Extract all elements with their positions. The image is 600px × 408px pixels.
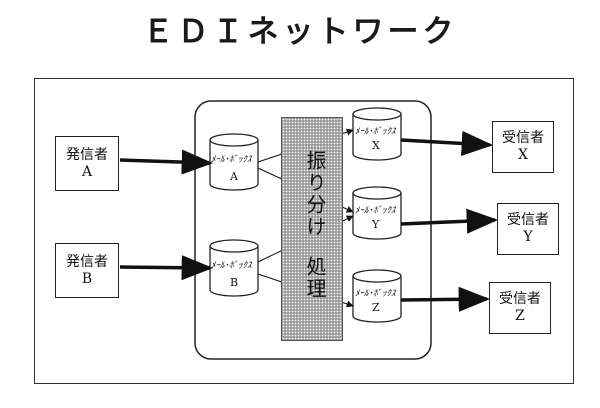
mailbox-a-id: A <box>230 170 238 183</box>
routing-label: 振り分け <box>303 150 327 238</box>
processing-label: 処理 <box>303 256 327 300</box>
mailbox-a-label: ﾒｰﾙ･ﾎﾞｯｸｽ <box>211 155 252 165</box>
mailbox-y-id: Y <box>372 218 380 231</box>
arrow-mailbox-z-to-receiver-z <box>400 286 491 312</box>
mailbox-a-cylinder <box>209 133 259 191</box>
mailbox-x-id: X <box>372 139 380 152</box>
receiver-x-label: 受信者 <box>502 130 544 146</box>
mailbox-x-cylinder <box>352 107 402 161</box>
mailbox-z-label: ﾒｰﾙ･ﾎﾞｯｸｽ <box>355 289 396 299</box>
sender-b-label: 発信者 <box>66 253 108 270</box>
mailbox-b-cylinder <box>209 239 259 297</box>
mailbox-z-cylinder <box>352 269 402 323</box>
arrow-sender-a-to-mailbox-a <box>119 149 214 175</box>
sender-a-id: A <box>81 163 93 180</box>
arrow-sender-b-to-mailbox-b <box>119 255 214 281</box>
sender-b-box: 発信者 B <box>55 243 119 298</box>
page-title: ＥＤＩネットワーク <box>142 14 458 50</box>
receiver-z-label: 受信者 <box>499 291 541 307</box>
mailbox-b-id: B <box>230 276 239 289</box>
receiver-x-box: 受信者 X <box>492 121 554 173</box>
arrow-mailbox-x-to-receiver-x <box>400 130 494 156</box>
receiver-y-id: Y <box>523 229 533 245</box>
mailbox-x-label: ﾒｰﾙ･ﾎﾞｯｸｽ <box>355 127 396 137</box>
mailbox-y-label: ﾒｰﾙ･ﾎﾞｯｸｽ <box>355 206 396 216</box>
receiver-y-label: 受信者 <box>507 212 549 228</box>
network-boundary <box>34 78 574 384</box>
receiver-x-id: X <box>518 147 528 163</box>
sender-a-box: 発信者 A <box>55 136 119 191</box>
mailbox-z-id: Z <box>372 301 380 314</box>
sender-a-label: 発信者 <box>66 146 108 163</box>
receiver-z-id: Z <box>515 308 525 324</box>
receiver-y-box: 受信者 Y <box>497 203 559 255</box>
mailbox-y-cylinder <box>352 186 402 240</box>
routing-process-block <box>281 117 343 341</box>
arrow-mailbox-y-to-receiver-y <box>400 208 499 234</box>
mailbox-b-label: ﾒｰﾙ･ﾎﾞｯｸｽ <box>211 261 252 271</box>
sender-b-id: B <box>81 270 93 287</box>
receiver-z-box: 受信者 Z <box>489 282 551 334</box>
